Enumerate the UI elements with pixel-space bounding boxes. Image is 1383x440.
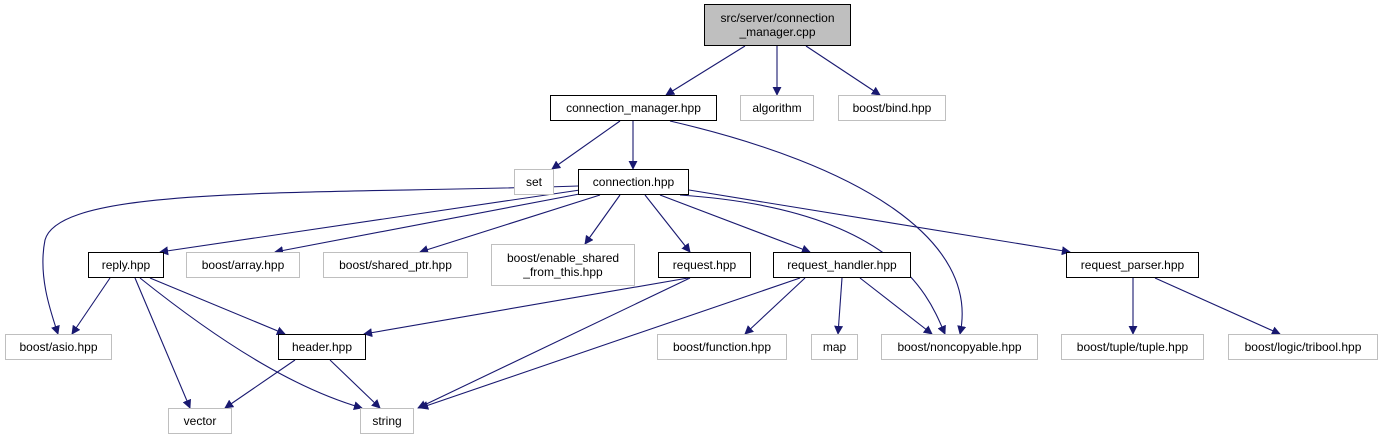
node-label: boost/array.hpp [201, 258, 285, 272]
edge-connection-to-request_handler [659, 194, 811, 254]
node-label: boost/shared_ptr.hpp [339, 258, 452, 272]
node-label: request_parser.hpp [1080, 258, 1185, 272]
edge-connection-to-reply [159, 189, 581, 256]
node-boost-function: boost/function.hpp [657, 334, 787, 360]
edge-request_handler-to-boost_function [744, 277, 806, 335]
node-boost-tribool: boost/logic/tribool.hpp [1228, 334, 1378, 360]
node-request-parser[interactable]: request_parser.hpp [1066, 252, 1199, 278]
node-boost-asio: boost/asio.hpp [5, 334, 112, 360]
node-connection-manager[interactable]: connection_manager.hpp [550, 95, 717, 121]
node-set: set [514, 169, 554, 195]
edge-header-to-vector [224, 359, 296, 409]
node-vector: vector [168, 408, 232, 434]
node-label: algorithm [752, 101, 802, 115]
node-label: src/server/connection _manager.cpp [720, 11, 835, 39]
edge-request-to-header [363, 277, 689, 338]
node-label: boost/logic/tribool.hpp [1244, 340, 1362, 354]
edge-connection-to-boost_enable_shared [584, 194, 621, 245]
node-label: connection_manager.hpp [566, 101, 701, 115]
node-label: map [822, 340, 847, 354]
edge-reply-to-boost_asio [71, 277, 111, 335]
node-label: header.hpp [291, 340, 353, 354]
node-boost-shared-ptr: boost/shared_ptr.hpp [323, 252, 468, 278]
node-request[interactable]: request.hpp [658, 252, 751, 278]
edge-request_handler-to-boost_noncopyable [859, 277, 933, 335]
node-boost-tuple: boost/tuple/tuple.hpp [1061, 334, 1204, 360]
node-boost-enable-shared: boost/enable_shared _from_this.hpp [491, 244, 635, 286]
edge-reply-to-vector [134, 277, 191, 409]
edge-connection_manager-to-set [551, 120, 621, 170]
node-boost-array: boost/array.hpp [186, 252, 300, 278]
node-label: boost/bind.hpp [852, 101, 932, 115]
edge-reply-to-string [139, 277, 363, 411]
node-label: request.hpp [672, 258, 737, 272]
edge-request-to-string [417, 277, 691, 409]
node-request-handler[interactable]: request_handler.hpp [773, 252, 911, 278]
node-label: reply.hpp [101, 258, 151, 272]
edge-root-to-connection_manager [665, 45, 746, 96]
edge-connection-to-request [644, 194, 691, 253]
node-label: boost/enable_shared _from_this.hpp [506, 251, 620, 279]
edge-connection-to-boost_shared_ptr [419, 194, 601, 254]
edge-connection-to-request_parser [688, 189, 1071, 256]
node-string: string [360, 408, 414, 434]
node-label: boost/asio.hpp [19, 340, 98, 354]
edge-reply-to-header [149, 277, 286, 336]
node-header[interactable]: header.hpp [278, 334, 366, 360]
node-connection[interactable]: connection.hpp [578, 169, 689, 195]
edge-connection-to-boost_asio [42, 185, 579, 335]
node-label: set [525, 175, 542, 189]
node-reply[interactable]: reply.hpp [88, 252, 164, 278]
edge-header-to-string [329, 359, 381, 409]
edge-connection_manager-to-boost_noncopyable [669, 120, 967, 335]
edge-root-to-boost_bind [805, 45, 881, 96]
node-boost-noncopyable: boost/noncopyable.hpp [881, 334, 1038, 360]
node-root[interactable]: src/server/connection _manager.cpp [704, 4, 851, 46]
node-label: string [372, 414, 402, 428]
node-label: boost/tuple/tuple.hpp [1076, 340, 1189, 354]
node-label: request_handler.hpp [787, 258, 897, 272]
node-label: boost/function.hpp [672, 340, 772, 354]
node-label: boost/noncopyable.hpp [897, 340, 1022, 354]
node-algorithm: algorithm [740, 95, 814, 121]
edge-request_handler-to-string [419, 277, 801, 410]
node-label: vector [183, 414, 217, 428]
node-boost-bind: boost/bind.hpp [838, 95, 946, 121]
node-map: map [811, 334, 858, 360]
edge-request_parser-to-boost_tribool [1154, 277, 1281, 335]
edge-connection-to-boost_array [274, 191, 591, 255]
edge-request_handler-to-map [834, 277, 844, 335]
node-label: connection.hpp [592, 175, 675, 189]
